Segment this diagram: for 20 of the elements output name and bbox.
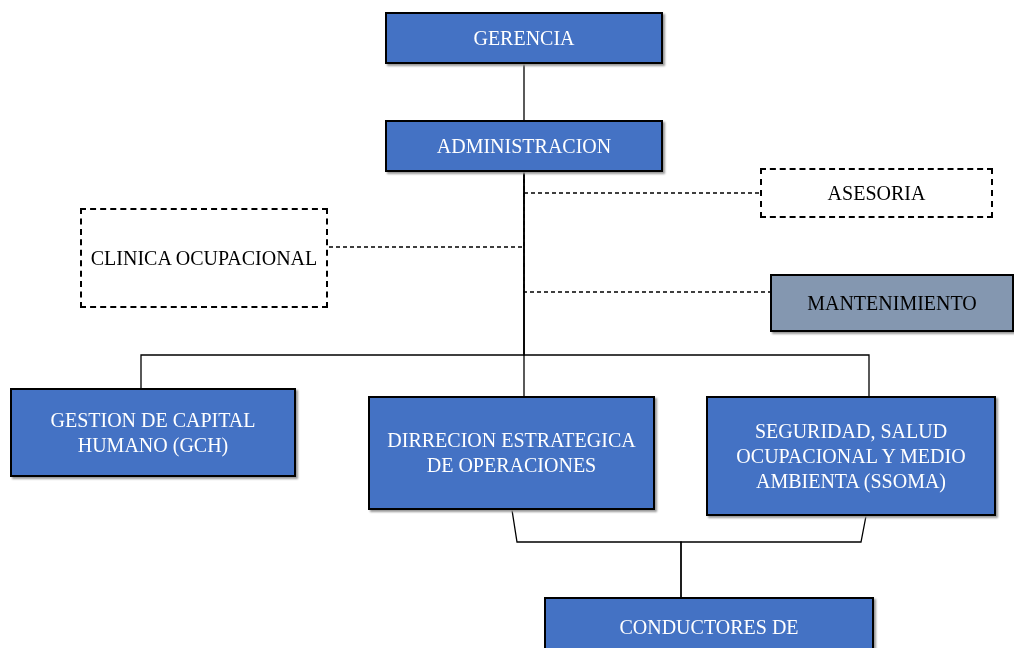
dashed-org-box	[80, 208, 328, 308]
org-box	[385, 12, 663, 64]
box-label: GESTION DE CAPITAL HUMANO (GCH)	[49, 407, 257, 458]
org-box	[544, 597, 874, 648]
org-box	[385, 120, 663, 172]
org-box	[10, 388, 296, 477]
dashed-org-box	[760, 168, 993, 218]
org-box	[770, 274, 1014, 332]
box-label: GERENCIA	[473, 25, 575, 51]
box-label: ASESORIA	[827, 180, 926, 206]
box-label: SEGURIDAD, SALUD OCUPACIONAL Y MEDIO AMBIENTA (SSOMA)	[735, 418, 967, 494]
box-label: CLINICA OCUPACIONAL	[90, 245, 318, 271]
box-label: MANTENIMIENTO	[807, 290, 977, 316]
box-label: CONDUCTORES DE	[619, 614, 799, 640]
box-label: ADMINISTRACION	[436, 133, 612, 159]
org-box	[706, 396, 996, 516]
box-label: DIRRECION ESTRATEGICA DE OPERACIONES	[386, 428, 637, 478]
org-box	[368, 396, 655, 510]
connector	[680, 515, 867, 598]
connector	[523, 63, 525, 121]
